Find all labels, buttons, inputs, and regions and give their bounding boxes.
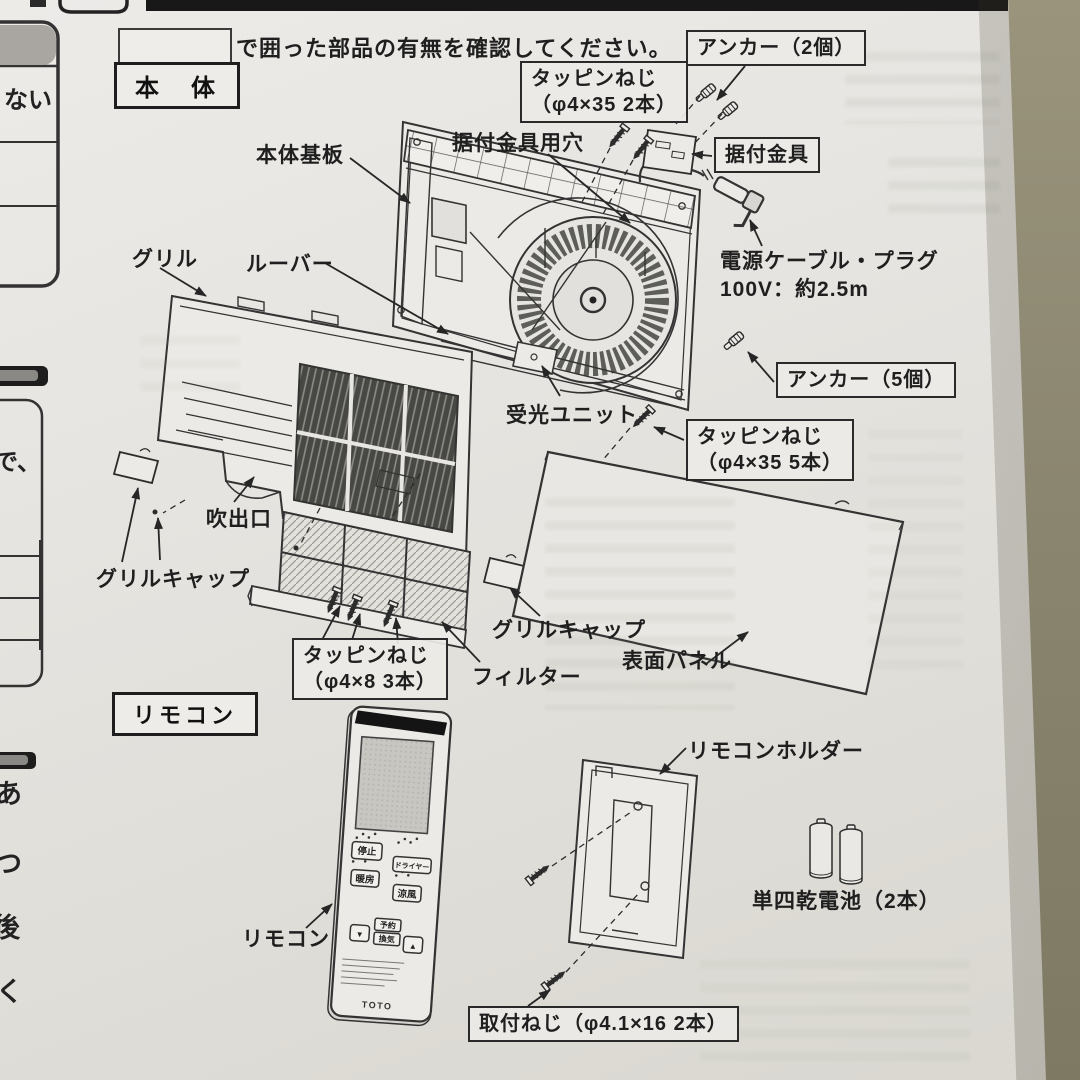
label-ir-unit: 受光ユニット [506, 404, 638, 427]
remote-dryer-label: ドライヤー [394, 861, 429, 871]
edge-fragment-tsu: つ [0, 849, 22, 879]
front-panel-drawing [511, 450, 905, 696]
label-tapping-screw-bottom: タッピンねじ （φ4×8 3本） [292, 638, 448, 700]
label-tapping-screw-right: タッピンねじ （φ4×35 5本） [686, 419, 855, 481]
label-main-board: 本体基板 [256, 144, 344, 167]
section-header-remote: リモコン [112, 692, 259, 736]
label-mounting-bracket: 据付金具 [714, 137, 820, 173]
remote-heat-button [349, 868, 381, 888]
label-filter: フィルター [472, 666, 582, 689]
remote-up-label: ▲ [409, 942, 418, 952]
section-header-main-unit: 本 体 [114, 62, 240, 109]
remote-up-button [402, 935, 424, 955]
remote-control-drawing: 停止 ドライヤー 暖房 涼風 ▼ 予約 換気 ▲ TOTO [327, 705, 453, 1027]
label-grill-cap-left: グリルキャップ [96, 568, 250, 591]
label-mount-screw: 取付ねじ（φ4.1×16 2本） [468, 1006, 739, 1042]
edge-fragment-de: で、 [0, 449, 42, 476]
edge-fragment-go: 後 [0, 913, 20, 943]
remote-vent-button [372, 931, 401, 947]
label-grill: グリル [132, 248, 198, 271]
label-remote-holder: リモコンホルダー [688, 740, 864, 763]
label-battery: 単四乾電池（2本） [752, 890, 941, 913]
ir-window [354, 710, 448, 736]
label-power-cable: 電源ケーブル・プラグ 100V：約2.5m [720, 250, 939, 301]
remote-holder-drawing [567, 758, 699, 960]
label-remote: リモコン [242, 928, 330, 951]
remote-stop-button [350, 840, 384, 861]
remote-reserve-label: 予約 [379, 919, 396, 930]
label-grill-cap-right: グリルキャップ [492, 619, 646, 642]
remote-stop-label: 停止 [357, 845, 377, 858]
label-anchor-5: アンカー（5個） [776, 362, 957, 398]
remote-down-label: ▼ [355, 930, 364, 940]
grill-drawing [156, 294, 474, 560]
grill-caps-drawing [112, 448, 526, 592]
label-louver: ルーバー [246, 253, 334, 276]
left-column-fragments [0, 20, 60, 769]
remote-reserve-button [373, 917, 402, 933]
remote-cool-button [391, 883, 423, 903]
remote-vent-label: 換気 [379, 933, 396, 944]
label-tapping-screw-top: タッピンねじ （φ4×35 2本） [520, 61, 689, 123]
label-anchor-2: アンカー（2個） [686, 30, 867, 66]
remote-dryer-button [392, 855, 433, 875]
main-unit-drawing [391, 120, 702, 412]
battery-drawing [809, 818, 863, 885]
remote-fine-print [340, 958, 405, 987]
checkbox-legend-box [118, 28, 232, 64]
holder-screws-drawing [525, 809, 641, 992]
remote-screen [354, 735, 435, 835]
edge-fragment-ku: く [0, 977, 23, 1007]
edge-fragment-nai: ない [4, 87, 52, 114]
top-instruction: で囲った部品の有無を確認してください。 [236, 36, 672, 61]
remote-down-button [349, 923, 371, 943]
label-front-panel: 表面パネル [622, 650, 732, 673]
bracket-anchors-drawing [641, 82, 740, 176]
remote-cool-label: 涼風 [397, 888, 417, 901]
right-fasteners-drawing [595, 330, 746, 469]
remote-heat-label: 暖房 [355, 873, 375, 886]
label-outlet: 吹出口 [206, 508, 272, 531]
edge-fragment-a: あ [0, 779, 22, 809]
label-bracket-hole: 据付金具用穴 [452, 132, 584, 155]
page-top-bar [30, 0, 1008, 14]
leader-lines [121, 65, 775, 1007]
remote-brand-logo: TOTO [362, 999, 393, 1011]
